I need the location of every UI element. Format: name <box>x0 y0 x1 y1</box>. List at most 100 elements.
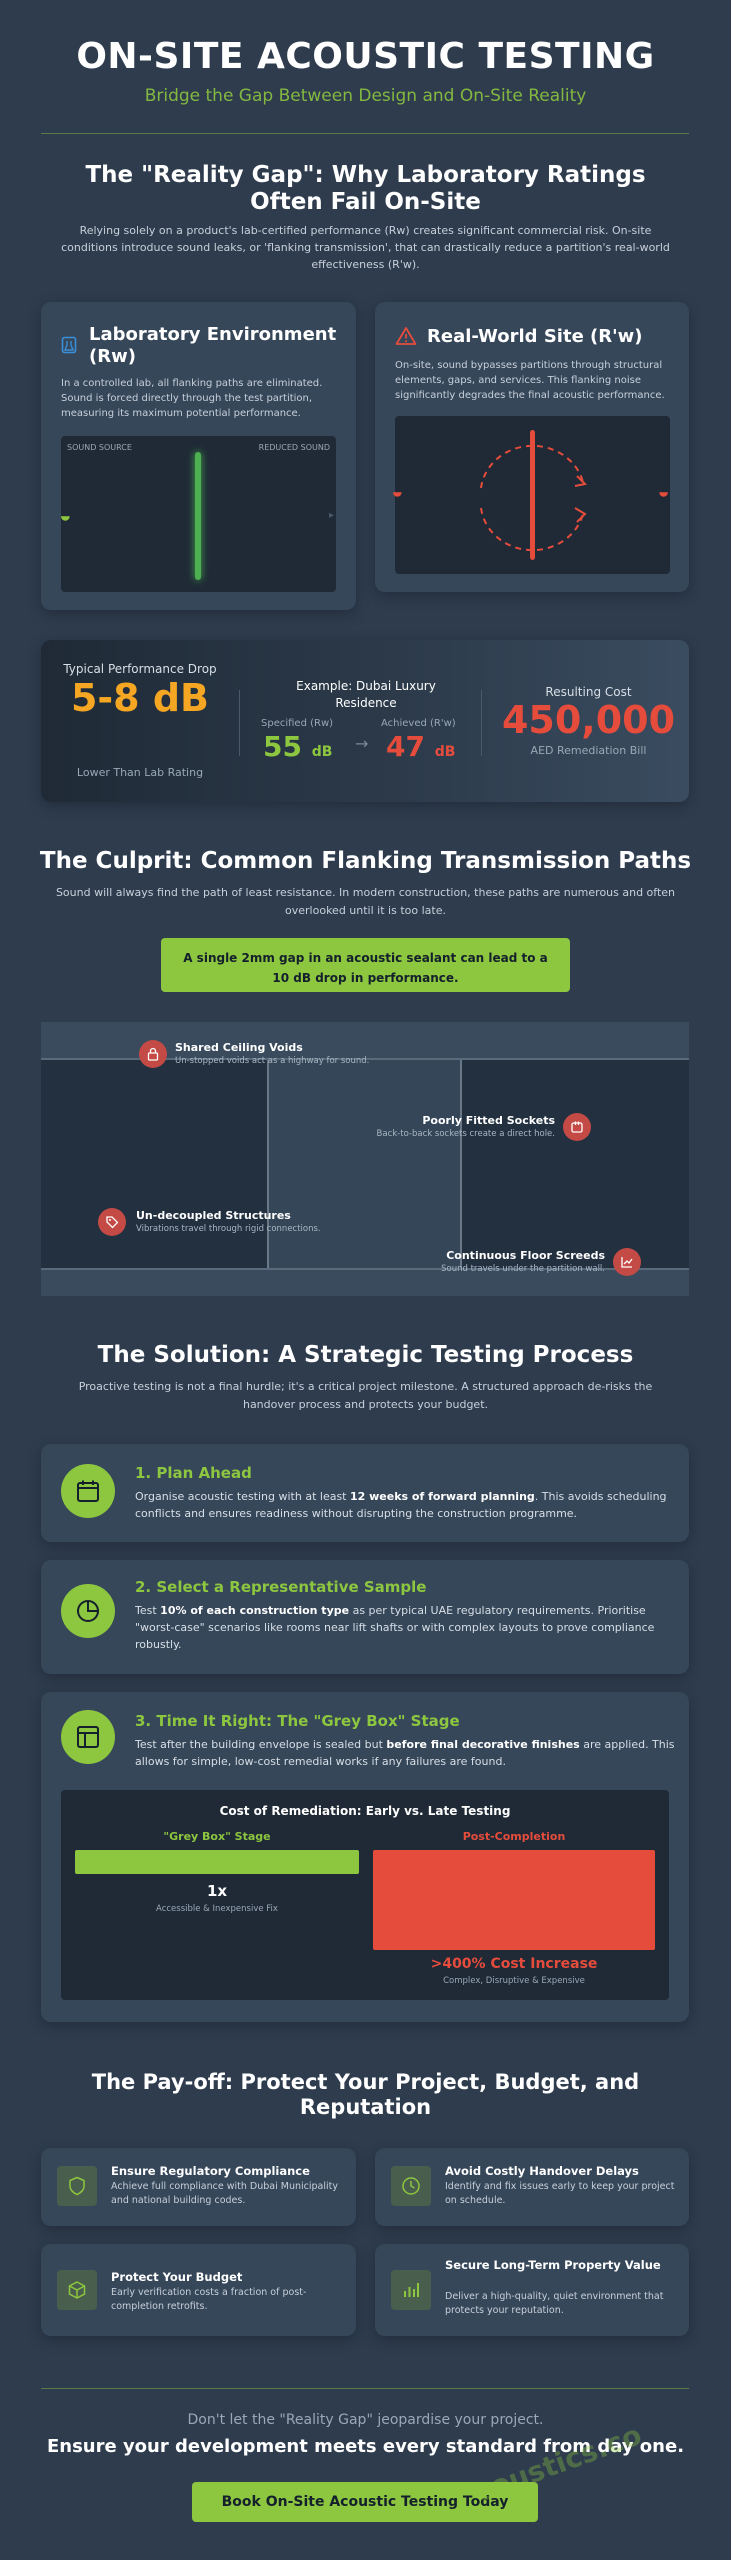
pie-chart-icon <box>61 1584 115 1638</box>
specified-number: 55 <box>263 730 302 763</box>
arrow-icon: → <box>355 734 369 753</box>
early-caption: Accessible & Inexpensive Fix <box>156 1904 278 1914</box>
payoff-compliance-text: Achieve full compliance with Dubai Munic… <box>111 2181 338 2206</box>
step-sample-text-b: 10% of each construction type <box>160 1604 350 1617</box>
step-timing-text-c: are applied. This allows for simple, low… <box>135 1738 675 1768</box>
lab-text: In a controlled lab, all flanking paths … <box>61 378 323 419</box>
page-subtitle: Bridge the Gap Between Design and On-Sit… <box>144 86 587 106</box>
socket-icon <box>563 1113 591 1141</box>
drop-caption: Lower Than Lab Rating <box>76 766 204 779</box>
footer-headline: Ensure your development meets every stan… <box>46 2436 685 2457</box>
late-caption: Complex, Disruptive & Expensive <box>443 1976 585 1986</box>
room-middle <box>269 1060 460 1268</box>
cost-caption: AED Remediation Bill <box>530 744 647 757</box>
stats-divider-right <box>481 690 482 756</box>
page-title: ON-SITE ACOUSTIC TESTING <box>76 36 655 77</box>
achieved-label: Achieved (R'w) <box>381 718 456 729</box>
achieved-number: 47 <box>386 730 425 763</box>
book-testing-button[interactable]: Book On-Site Acoustic Testing Today <box>192 2482 538 2522</box>
cost-value: 450,000 <box>501 698 676 742</box>
wall-right <box>460 1060 462 1268</box>
path-socket-text: Back-to-back sockets create a direct hol… <box>376 1129 555 1139</box>
payoff-value-card: Secure Long-Term Property Value Deliver … <box>375 2244 689 2336</box>
late-label: Post-Completion <box>462 1830 566 1843</box>
payoff-value-title: Secure Long-Term Property Value <box>445 2258 661 2272</box>
cost-chart-title: Cost of Remediation: Early vs. Late Test… <box>219 1804 511 1818</box>
culprit-title: The Culprit: Common Flanking Transmissio… <box>39 848 692 874</box>
site-sound-wave-icon: ⯋ <box>393 486 402 499</box>
solution-intro: Proactive testing is not a final hurdle;… <box>78 1380 653 1411</box>
room-left <box>41 1060 267 1268</box>
lock-icon <box>139 1040 167 1068</box>
drop-label: Typical Performance Drop <box>63 662 217 676</box>
box-icon <box>57 2270 97 2310</box>
path-floor-text: Sound travels under the partition wall. <box>441 1264 605 1274</box>
site-diagram: ⯋ ⯋ <box>393 416 670 574</box>
callout-box: A single 2mm gap in an acoustic sealant … <box>161 938 570 992</box>
payoff-delays-card: Avoid Costly Handover Delays Identify an… <box>375 2148 689 2226</box>
cost-label: Resulting Cost <box>545 685 632 699</box>
payoff-delays-title: Avoid Costly Handover Delays <box>445 2164 639 2178</box>
early-label: "Grey Box" Stage <box>163 1830 271 1843</box>
site-text: On-site, sound bypasses partitions throu… <box>395 360 665 401</box>
culprit-intro: Sound will always find the path of least… <box>55 886 676 917</box>
stats-divider-left <box>239 690 240 756</box>
stats-banner: Typical Performance Drop 5-8 dB Lower Th… <box>41 640 689 802</box>
lab-title: Laboratory Environment (Rw) <box>89 324 337 367</box>
step-plan-text-c: . This avoids scheduling conflicts and e… <box>135 1490 667 1520</box>
step-timing-card: 3. Time It Right: The "Grey Box" Stage T… <box>41 1692 689 2022</box>
site-card: Real-World Site (R'w) On-site, sound byp… <box>375 302 689 592</box>
chart-icon <box>613 1248 641 1276</box>
callout-text: A single 2mm gap in an acoustic sealant … <box>183 951 548 985</box>
warning-icon <box>395 326 417 346</box>
early-bar <box>75 1850 359 1874</box>
path-ceiling-title: Shared Ceiling Voids <box>175 1041 303 1054</box>
step-plan-text: Organise acoustic testing with at least … <box>135 1488 675 1522</box>
watermark: coustics.co <box>470 2418 646 2510</box>
payoff-compliance-title: Ensure Regulatory Compliance <box>111 2164 310 2178</box>
floor-screed <box>41 1270 689 1296</box>
path-structure-text: Vibrations travel through rigid connecti… <box>136 1224 321 1234</box>
reality-gap-title: The "Reality Gap": Why Laboratory Rating… <box>85 162 646 215</box>
step-timing-title: 3. Time It Right: The "Grey Box" Stage <box>135 1712 460 1730</box>
path-floor-title: Continuous Floor Screeds <box>446 1249 605 1262</box>
payoff-budget-title: Protect Your Budget <box>111 2270 243 2284</box>
cost-chart: Cost of Remediation: Early vs. Late Test… <box>61 1790 669 2000</box>
late-bar <box>373 1850 655 1950</box>
specified-label: Specified (Rw) <box>261 718 334 729</box>
shield-icon <box>57 2166 97 2206</box>
drop-value: 5-8 dB <box>70 676 210 720</box>
payoff-compliance-card: Ensure Regulatory Compliance Achieve ful… <box>41 2148 356 2226</box>
reduced-sound-label: REDUCED SOUND <box>258 443 330 452</box>
floor-line <box>41 1268 689 1270</box>
clock-icon <box>391 2166 431 2206</box>
lab-partition <box>195 452 201 580</box>
step-timing-text-a: Test after the building envelope is seal… <box>135 1738 387 1751</box>
solution-title: The Solution: A Strategic Testing Proces… <box>97 1342 634 1368</box>
achieved-unit: dB <box>434 744 456 760</box>
step-plan-text-a: Organise acoustic testing with at least <box>135 1490 350 1503</box>
step-sample-text: Test 10% of each construction type as pe… <box>135 1602 675 1653</box>
building-diagram: Shared Ceiling Voids Un-stopped voids ac… <box>41 1022 689 1296</box>
ceiling-line <box>41 1058 689 1060</box>
achieved-value: 47 dB <box>386 730 455 763</box>
example-title: Example: Dubai Luxury Residence <box>296 679 436 710</box>
step-plan-title: 1. Plan Ahead <box>135 1464 252 1482</box>
payoff-delays-text: Identify and fix issues early to keep yo… <box>445 2181 675 2206</box>
path-socket-title: Poorly Fitted Sockets <box>422 1114 555 1127</box>
step-sample-title: 2. Select a Representative Sample <box>135 1578 427 1596</box>
tag-icon <box>98 1208 126 1236</box>
specified-unit: dB <box>311 744 333 760</box>
payoff-budget-text: Early verification costs a fraction of p… <box>111 2287 307 2312</box>
lab-card: Laboratory Environment (Rw) In a control… <box>41 302 356 610</box>
site-title: Real-World Site (R'w) <box>427 326 643 347</box>
path-structure-title: Un-decoupled Structures <box>136 1209 291 1222</box>
path-ceiling-text: Un-stopped voids act as a highway for so… <box>175 1056 370 1066</box>
footer-divider <box>41 2388 689 2389</box>
calendar-icon <box>61 1464 115 1518</box>
sound-source-label: SOUND SOURCE <box>67 443 132 452</box>
specified-value: 55 dB <box>263 730 332 763</box>
step-sample-text-c: as per typical UAE regulatory requiremen… <box>135 1604 655 1651</box>
layout-icon <box>61 1710 115 1764</box>
step-timing-text: Test after the building envelope is seal… <box>135 1736 675 1770</box>
